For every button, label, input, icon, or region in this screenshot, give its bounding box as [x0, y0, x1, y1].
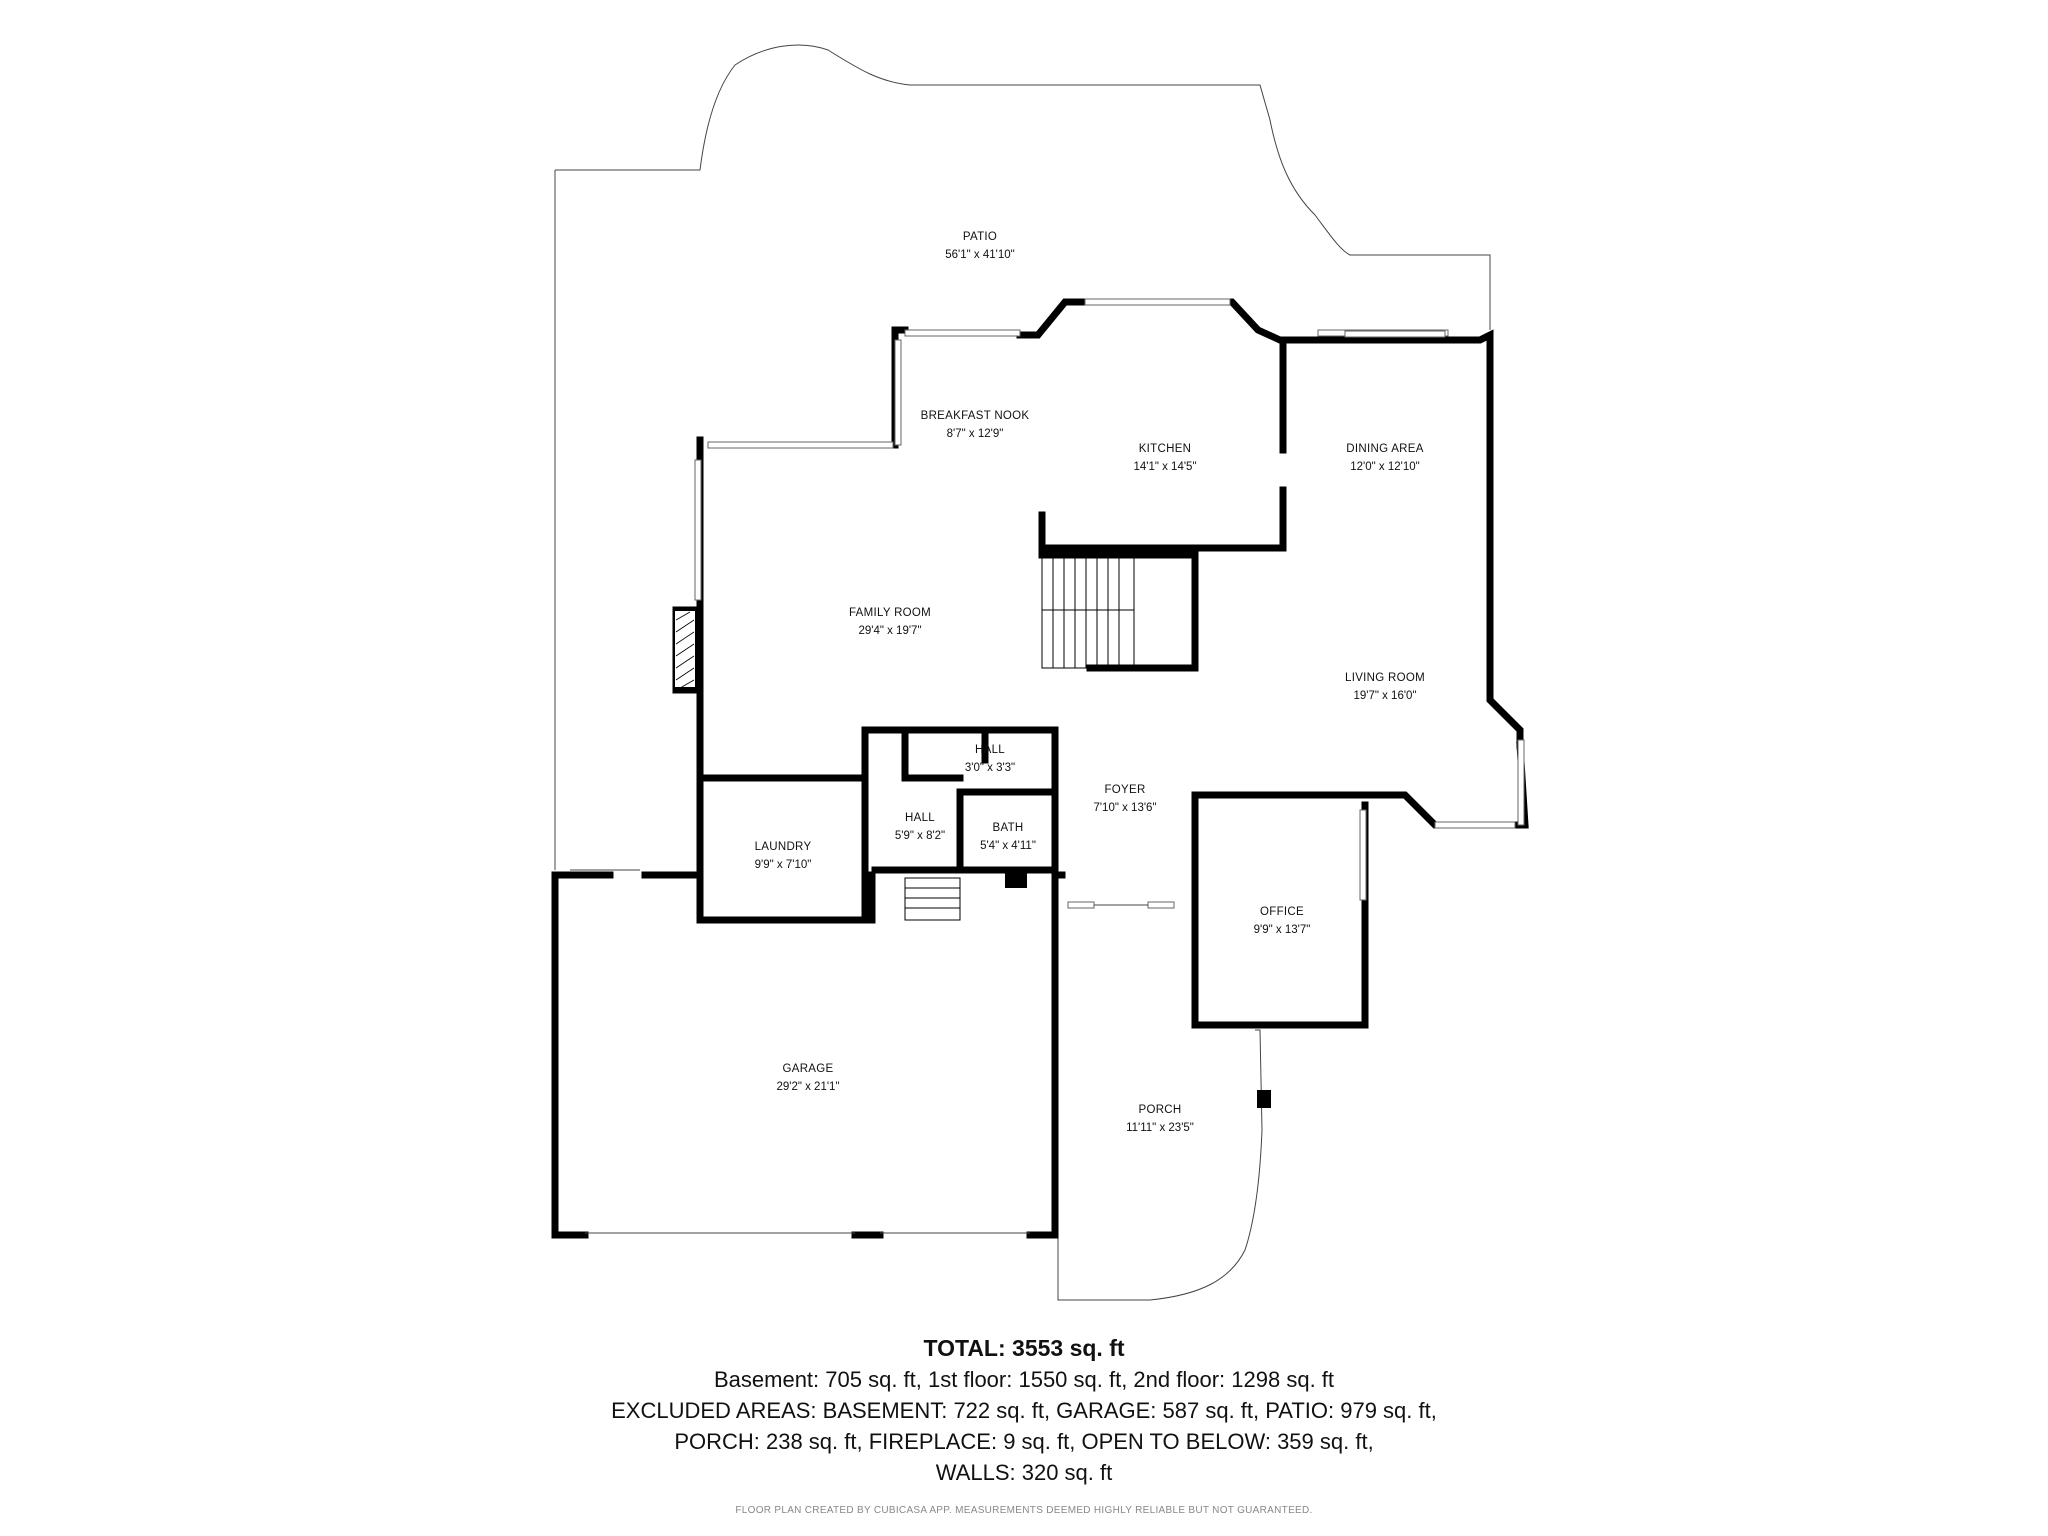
room-name: BREAKFAST NOOK: [921, 410, 1030, 422]
patio-outline: [554, 44, 1491, 870]
room-dims: 8'7" x 12'9": [947, 428, 1004, 440]
room-name: PORCH: [1138, 1104, 1181, 1116]
room-dims: 12'0" x 12'10": [1350, 461, 1419, 473]
room-name: LIVING ROOM: [1345, 672, 1425, 684]
small-stairs: [904, 877, 961, 921]
room-name: DINING AREA: [1346, 443, 1423, 455]
room-dims: 9'9" x 13'7": [1254, 924, 1311, 936]
room-name: HALL: [975, 744, 1005, 756]
room-name: OFFICE: [1260, 906, 1304, 918]
window: [707, 441, 894, 449]
window: [694, 459, 702, 601]
room-name: LAUNDRY: [755, 841, 812, 853]
room-dims: 11'11" x 23'5": [1126, 1122, 1194, 1134]
room-dims: 29'2" x 21'1": [776, 1081, 839, 1093]
fireplace: [673, 609, 697, 689]
room-dims: 9'9" x 7'10": [755, 859, 812, 871]
core-post: [1005, 872, 1027, 888]
stairs: [1041, 554, 1135, 669]
window: [904, 329, 1021, 337]
window: [894, 339, 902, 446]
kitchen-dining-wall: [1038, 336, 1287, 552]
room-dims: 14'1" x 14'5": [1133, 461, 1196, 473]
room-dims: 19'7" x 16'0": [1353, 690, 1416, 702]
floor-areas: Basement: 705 sq. ft, 1st floor: 1550 sq…: [713, 1367, 1335, 1392]
room-dims: 5'9" x 8'2": [895, 830, 945, 842]
room-dims: 3'0" x 3'3": [965, 762, 1015, 774]
window: [1067, 901, 1095, 909]
disclaimer: FLOOR PLAN CREATED BY CUBICASA APP. MEAS…: [735, 1505, 1313, 1516]
walls-area: WALLS: 320 sq. ft: [935, 1460, 1113, 1485]
window: [1084, 298, 1231, 306]
room-name: GARAGE: [782, 1063, 833, 1075]
room-name: BATH: [992, 822, 1023, 834]
porch-post: [1257, 1090, 1271, 1108]
porch-outline: [1057, 905, 1263, 1301]
garage-wall: [551, 871, 1059, 1239]
room-name: PATIO: [963, 231, 997, 243]
room-dims: 29'4" x 19'7": [858, 625, 921, 637]
window: [1147, 901, 1175, 909]
room-name: FAMILY ROOM: [849, 607, 931, 619]
room-name: HALL: [905, 812, 935, 824]
fireplace-hatch: [675, 611, 695, 689]
total-area: TOTAL: 3553 sq. ft: [923, 1335, 1125, 1361]
window: [1344, 330, 1446, 338]
room-dims: 56'1" x 41'10": [945, 249, 1014, 261]
excluded-areas: EXCLUDED AREAS: BASEMENT: 722 sq. ft, GA…: [611, 1398, 1437, 1423]
excluded-areas-cont: PORCH: 238 sq. ft, FIREPLACE: 9 sq. ft, …: [674, 1429, 1374, 1454]
room-dims: 7'10" x 13'6": [1093, 802, 1156, 814]
window: [1517, 739, 1525, 826]
core-wall: [696, 726, 1066, 1229]
room-dims: 5'4" x 4'11": [980, 840, 1036, 852]
room-name: FOYER: [1104, 784, 1145, 796]
window: [1434, 821, 1516, 829]
room-name: KITCHEN: [1139, 443, 1192, 455]
window: [1359, 809, 1367, 901]
